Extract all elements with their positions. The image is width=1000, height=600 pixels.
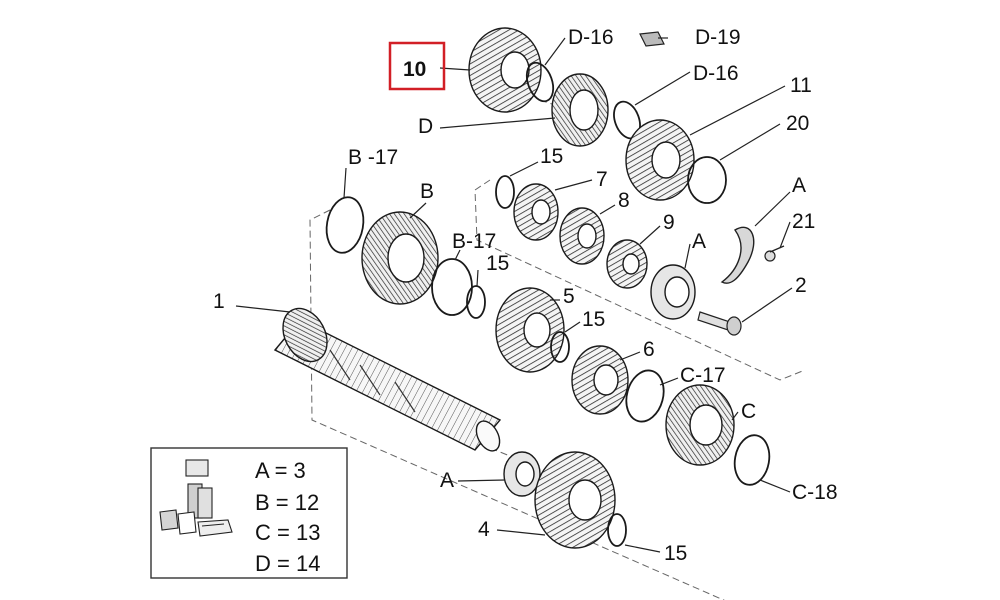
part-20-ring [687, 156, 727, 204]
label-a-clip[interactable]: A [792, 174, 806, 197]
part-15-ring-low [607, 513, 627, 547]
part-b-synchro [361, 211, 439, 305]
part-d16-ring-upper [525, 61, 555, 103]
label-5[interactable]: 5 [563, 285, 575, 308]
part-4-gear [534, 451, 616, 549]
label-d16-lower[interactable]: D-16 [693, 62, 739, 85]
label-c[interactable]: C [741, 400, 756, 423]
part-labels: 10 D-16 D-19 D D-16 11 20 B -17 B 15 7 8… [213, 26, 838, 565]
part-15-ring-b [466, 285, 486, 319]
label-d16-upper[interactable]: D-16 [568, 26, 614, 49]
label-15-upper[interactable]: 15 [540, 145, 563, 168]
label-4[interactable]: 4 [478, 518, 490, 541]
part-a-bearing-mid [650, 264, 696, 320]
part-21-screw [764, 245, 785, 262]
part-7-gear [513, 183, 559, 241]
part-b17-ring-left [325, 196, 365, 254]
part-2-bolt [697, 311, 742, 336]
legend-row-d: D = 14 [255, 551, 320, 576]
legend-row-c: C = 13 [255, 520, 320, 545]
label-1[interactable]: 1 [213, 290, 225, 313]
part-8-gear [559, 207, 605, 265]
legend-row-a: A = 3 [255, 458, 306, 483]
part-d19-key [639, 31, 665, 47]
label-10[interactable]: 10 [403, 58, 426, 81]
part-11-gear [625, 119, 695, 201]
part-d-synchro [551, 73, 609, 147]
label-b17-left[interactable]: B -17 [348, 146, 398, 169]
label-15-mid[interactable]: 15 [582, 308, 605, 331]
label-d19[interactable]: D-19 [695, 26, 741, 49]
label-6[interactable]: 6 [643, 338, 655, 361]
part-a-retaining-clip [720, 226, 755, 284]
label-b17-right[interactable]: B-17 [452, 230, 496, 253]
label-21[interactable]: 21 [792, 210, 815, 233]
label-a-low[interactable]: A [440, 469, 454, 492]
label-b[interactable]: B [420, 180, 434, 203]
label-11[interactable]: 11 [790, 74, 812, 97]
label-c17[interactable]: C-17 [680, 364, 726, 387]
label-15-b[interactable]: 15 [486, 252, 509, 275]
part-15-ring-mid [550, 331, 570, 363]
parts-kit-icon [159, 459, 233, 537]
label-20[interactable]: 20 [786, 112, 809, 135]
label-8[interactable]: 8 [618, 189, 630, 212]
part-6-gear [571, 345, 629, 415]
highlight-box [388, 41, 446, 91]
leader-lines [235, 37, 793, 553]
legend-row-b: B = 12 [255, 490, 319, 515]
label-15-low[interactable]: 15 [664, 542, 687, 565]
label-d[interactable]: D [418, 115, 433, 138]
label-7[interactable]: 7 [596, 168, 608, 191]
label-a-mid[interactable]: A [692, 230, 706, 253]
label-c18[interactable]: C-18 [792, 481, 838, 504]
part-c17-ring [625, 369, 665, 423]
part-b17-ring-right [431, 258, 473, 316]
legend-box: A = 3 B = 12 C = 13 D = 14 [150, 447, 348, 579]
part-9-gear [606, 239, 648, 289]
part-a-bearing-low [503, 451, 541, 497]
part-c-synchro [665, 384, 735, 466]
part-5-gear [495, 287, 565, 373]
label-9[interactable]: 9 [663, 211, 675, 234]
label-2[interactable]: 2 [795, 274, 807, 297]
part-c18-ring [733, 434, 771, 486]
part-15-ring-upper [495, 175, 515, 209]
part-1-shaft [273, 307, 502, 452]
part-10-gear [468, 27, 542, 113]
